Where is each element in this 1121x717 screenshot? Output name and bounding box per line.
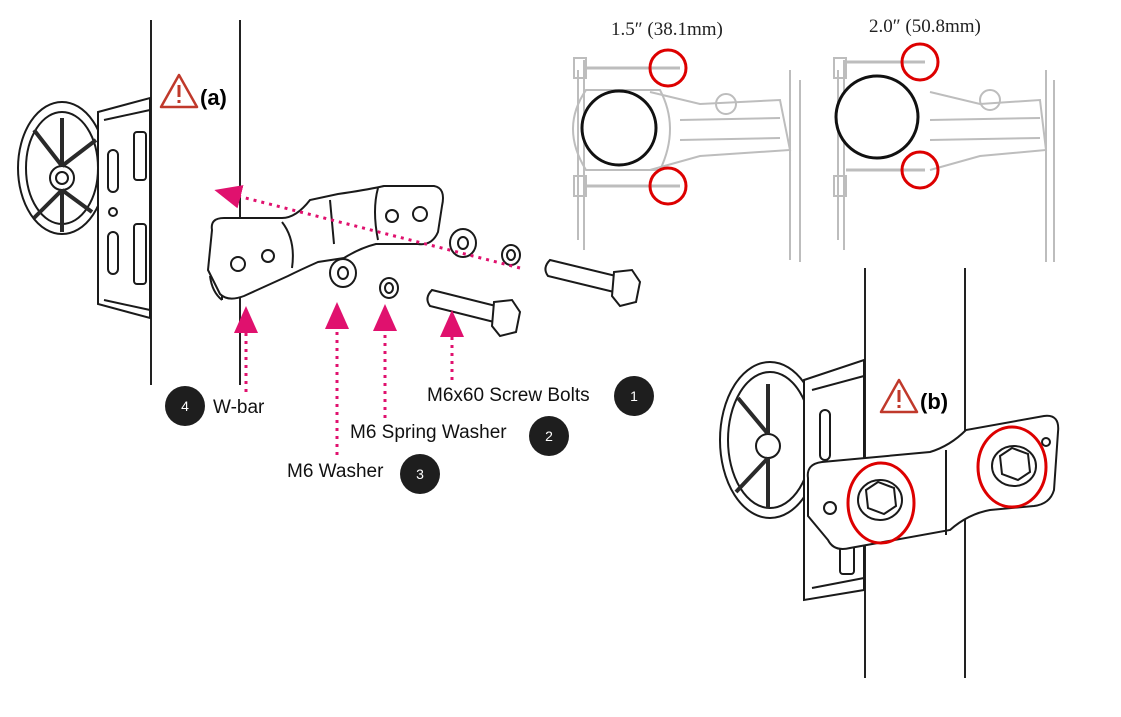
highlight-circle — [648, 166, 688, 206]
warning-b-label: (b) — [920, 389, 949, 414]
warning-a: (a) — [198, 85, 227, 111]
mount-wheel-left — [17, 96, 151, 320]
bolt — [426, 258, 642, 338]
part-label-spring-washer: M6 Spring Washer — [350, 422, 507, 443]
washer — [329, 228, 477, 288]
part-number-badge: 1 — [614, 376, 654, 416]
warning-b: (b) — [918, 389, 948, 415]
part-label-screw-bolts: M6x60 Screw Bolts — [427, 385, 590, 406]
highlight-circle — [648, 48, 688, 88]
w-bar — [206, 185, 444, 301]
highlight-circle — [976, 425, 1048, 509]
highlight-circle — [900, 150, 940, 190]
bolt-assembled — [857, 445, 1037, 521]
part-number-badge: 3 — [400, 454, 440, 494]
size-label-left: 1.5″ (38.1mm) — [611, 19, 723, 40]
pole-left — [150, 20, 241, 385]
part-label-washer: M6 Washer — [287, 461, 384, 482]
part-label-w-bar: W-bar — [213, 397, 265, 418]
warning-a-label: (a) — [200, 85, 227, 110]
size-label-right: 2.0″ (50.8mm) — [869, 16, 981, 37]
warning-icon — [159, 73, 199, 109]
highlight-circle — [900, 42, 940, 82]
spring-washer — [379, 244, 521, 299]
highlight-circle — [846, 461, 916, 545]
pipe-1-5 — [580, 89, 658, 167]
warning-icon — [879, 378, 919, 414]
part-number-badge: 2 — [529, 416, 569, 456]
size-diagram-2-0 — [833, 57, 1055, 262]
part-number-badge: 4 — [165, 386, 205, 426]
arrow — [214, 185, 521, 270]
pipe-2-0 — [834, 74, 920, 160]
